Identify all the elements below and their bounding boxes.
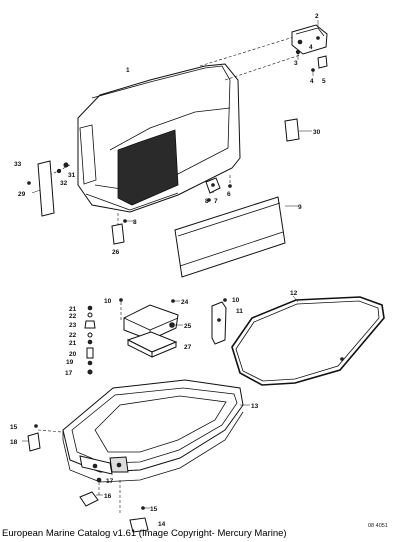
callout-16: 16: [104, 493, 112, 500]
callout-33: 33: [14, 161, 22, 168]
callout-17: 17: [106, 478, 114, 485]
guide-line: [199, 34, 301, 67]
guide-line: [224, 54, 301, 81]
callout-25: 25: [184, 323, 192, 330]
decal-30: [284, 118, 300, 142]
callout-27: 27: [184, 344, 192, 351]
grommet-25: [169, 322, 175, 328]
callout-19: 19: [66, 359, 74, 366]
callout-24: 24: [181, 299, 189, 306]
nut-17-lower: [96, 477, 102, 483]
callout-15: 15: [10, 424, 18, 431]
washer-31: [63, 162, 69, 168]
bracket-11: [211, 301, 227, 345]
callout-12: 12: [290, 290, 298, 297]
clamp-14: [129, 517, 149, 533]
guide-line: [37, 429, 63, 433]
side-panel-9: [174, 196, 286, 278]
callout-31: 31: [68, 172, 76, 179]
screw-15-left: [34, 424, 38, 428]
screw-8-upper: [207, 198, 211, 202]
callout-22: 22: [69, 313, 77, 320]
callout-8: 8: [133, 219, 137, 226]
image-caption: European Marine Catalog v1.61 (Image Cop…: [2, 528, 287, 539]
fastener-stack: [84, 298, 123, 375]
plate-29: [37, 160, 55, 217]
callout-4: 4: [310, 78, 314, 85]
callout-32: 32: [60, 180, 68, 187]
callout-7: 7: [214, 198, 218, 205]
bracket-18: [27, 432, 41, 452]
callout-4: 4: [309, 44, 313, 51]
callout-1: 1: [126, 67, 130, 74]
latch-7: [205, 177, 221, 194]
bracket-26: [111, 223, 125, 245]
bottom-cowl-13: [62, 379, 244, 483]
callout-21: 21: [69, 306, 77, 313]
callout-10: 10: [104, 298, 112, 305]
screw-10-right: [223, 298, 227, 302]
callout-17: 17: [65, 370, 73, 377]
callout-18: 18: [10, 439, 18, 446]
screw-6: [228, 184, 232, 188]
callout-6: 6: [227, 191, 231, 198]
callout-23: 23: [69, 322, 77, 329]
callout-9: 9: [298, 204, 302, 211]
callout-15: 15: [150, 506, 158, 513]
clip-5: [317, 55, 328, 69]
callout-22: 22: [69, 332, 77, 339]
callout-11: 11: [236, 308, 243, 315]
callout-5: 5: [322, 78, 326, 85]
latch-bracket: [291, 24, 328, 55]
clip-16: [79, 491, 99, 507]
callout-3: 3: [294, 60, 298, 67]
callout-26: 26: [112, 249, 120, 256]
callout-21: 21: [69, 340, 77, 347]
callout-29: 29: [18, 191, 26, 198]
callout-10: 10: [232, 297, 240, 304]
callout-2: 2: [315, 13, 319, 20]
callout-8: 8: [205, 198, 209, 205]
pad-27: [126, 331, 178, 358]
box-28: [123, 304, 179, 341]
figure-id: 08 4051: [368, 523, 388, 529]
callout-20: 20: [69, 351, 77, 358]
top-cowl: [77, 63, 241, 213]
callout-13: 13: [251, 403, 259, 410]
screw-33: [27, 181, 31, 185]
seal-12: [231, 296, 385, 386]
nut-32: [56, 168, 62, 174]
callout-30: 30: [313, 129, 321, 136]
callout-14: 14: [158, 521, 166, 528]
